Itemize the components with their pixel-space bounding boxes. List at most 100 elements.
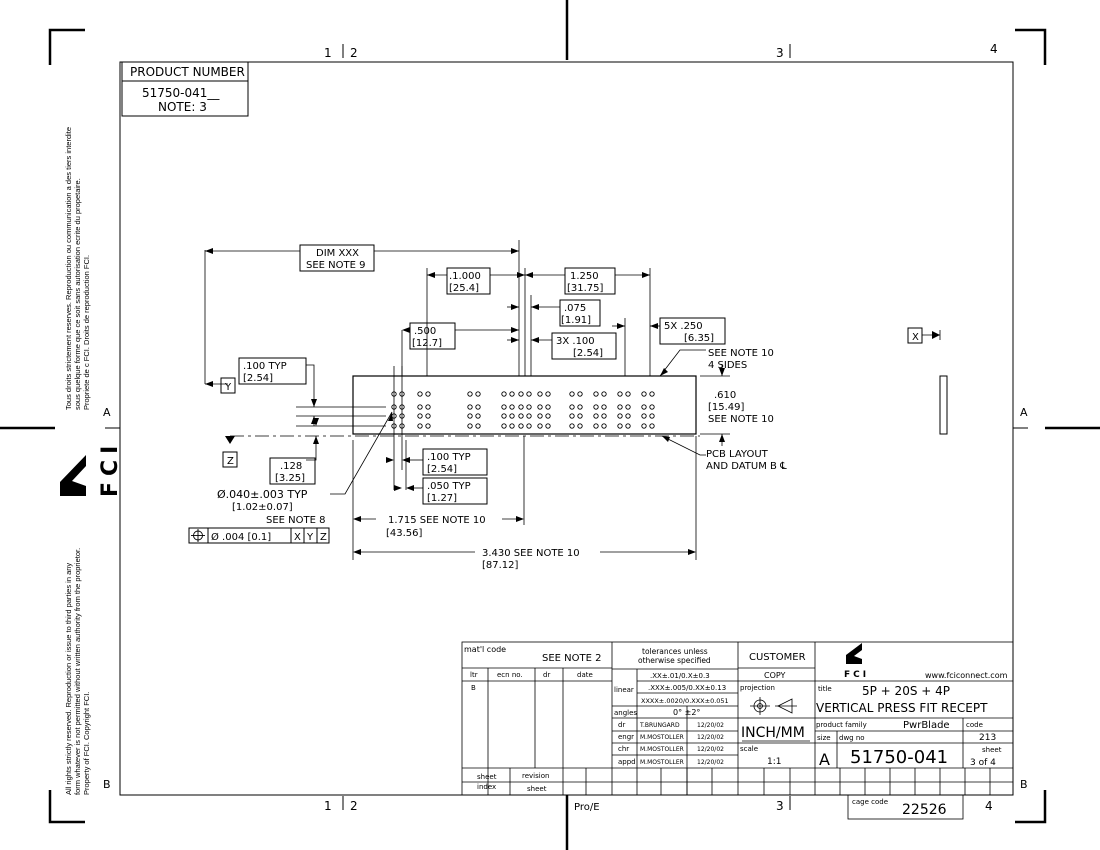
- dimension-arrowheads: [205, 248, 940, 555]
- pcb-hole: [569, 391, 575, 397]
- dim-5x-inch: 5X .250: [664, 321, 703, 332]
- pcb-hole: [601, 423, 607, 429]
- pcb-hole: [617, 404, 623, 410]
- pcb-hole: [537, 391, 543, 397]
- dim-xxx-line-1: DIM XXX: [316, 248, 359, 259]
- sign-role: chr: [618, 745, 629, 753]
- pcb-hole: [501, 413, 507, 419]
- product-number-box: PRODUCT NUMBER 51750-041__ NOTE: 3: [121, 61, 249, 117]
- sign-name: M.MOSTOLLER: [640, 734, 684, 741]
- pcb-hole: [417, 391, 423, 397]
- pcb-hole: [537, 413, 543, 419]
- sign-name: M.MOSTOLLER: [640, 746, 684, 753]
- pcb-hole: [475, 391, 481, 397]
- pcb-hole: [625, 423, 631, 429]
- pcb-hole: [649, 404, 655, 410]
- see-note-10-label: SEE NOTE 10: [708, 348, 774, 359]
- dim-5x-mm: [6.35]: [684, 333, 714, 344]
- pcb-hole: [467, 413, 473, 419]
- dwg-no-value: 51750-041: [850, 747, 948, 768]
- note-fr-line-2: sous quelque forme que ce soit sans auto…: [73, 178, 82, 410]
- fcf-datum-z: Z: [320, 532, 327, 543]
- pcb-hole: [577, 391, 583, 397]
- pcb-hole: [577, 404, 583, 410]
- tol-header-2: otherwise specified: [638, 656, 711, 665]
- pcb-hole: [537, 404, 543, 410]
- pcb-hole: [501, 404, 507, 410]
- pcb-hole: [518, 404, 524, 410]
- rev-header-dr: dr: [543, 671, 550, 679]
- pcb-hole: [593, 413, 599, 419]
- revision-label: revision: [522, 772, 549, 780]
- pcb-hole: [569, 413, 575, 419]
- fcf-datum-x: X: [294, 532, 301, 543]
- fci-side-text: FCI: [98, 440, 123, 497]
- linear-value-2: XXXX±.0020/0.XXX±0.051: [641, 697, 729, 705]
- title-line-1: 5P + 20S + 4P: [862, 684, 950, 698]
- dim-5x-label: 5X .250 [6.35]: [659, 317, 726, 345]
- pcb-hole: [526, 404, 532, 410]
- dim-075-inch: .075: [564, 303, 586, 314]
- product-family-value: PwrBlade: [903, 720, 950, 731]
- zone-left-b: B: [103, 778, 111, 791]
- dim-050-mm: [1.27]: [427, 493, 457, 504]
- zone-bottom-3: 3: [776, 799, 784, 813]
- angles-value: 0° ±2°: [673, 708, 700, 717]
- pcb-hole: [601, 413, 607, 419]
- dim-610-note: SEE NOTE 10: [708, 414, 774, 425]
- datum-y-letter: Y: [224, 382, 232, 393]
- sign-date: 12/20/02: [697, 722, 724, 729]
- product-number-value: 51750-041__: [142, 86, 220, 100]
- dim-1000-inch: .1.000: [449, 271, 481, 282]
- tol-header-1: tolerances unless: [642, 647, 708, 656]
- note-fr-line-1: Tous droits strictement reserves. Reprod…: [64, 127, 73, 410]
- fcf-datum-y: Y: [306, 532, 314, 543]
- dim-3430-inch: 3.430 SEE NOTE 10: [482, 548, 580, 559]
- pcb-hole: [501, 391, 507, 397]
- pcb-hole: [593, 404, 599, 410]
- dim-100-left-inch: .100 TYP: [243, 361, 287, 372]
- copyright-note-fr: Tous droits strictement reserves. Reprod…: [64, 127, 91, 410]
- zone-bottom-1: 1: [324, 799, 332, 813]
- pcb-hole: [577, 413, 583, 419]
- size-value: A: [819, 750, 830, 769]
- sheet-label: sheet: [982, 746, 1002, 754]
- sign-date: 12/20/02: [697, 759, 724, 766]
- sheet-index-2: index: [477, 783, 496, 791]
- dim-610-inch: .610: [714, 390, 736, 401]
- code-label: code: [966, 721, 983, 729]
- title-block: [461, 641, 1014, 820]
- revision-sheet-label: sheet: [527, 785, 547, 793]
- linear-label: linear: [614, 686, 634, 694]
- pcb-hole: [569, 404, 575, 410]
- pcb-hole: [509, 413, 515, 419]
- sign-name: T.BRUNGARD: [639, 722, 680, 729]
- product-family-label: product family: [816, 721, 867, 729]
- dim-075-label: .075 [1.91]: [559, 299, 601, 327]
- dim-xxx-line-2: SEE NOTE 9: [306, 260, 365, 271]
- hole-dia-mm: [1.02±0.07]: [232, 502, 293, 513]
- pcb-hole: [601, 404, 607, 410]
- dim-050-typ: .050 TYP [1.27]: [422, 477, 488, 505]
- pcb-hole: [649, 423, 655, 429]
- datum-b-label: AND DATUM B ℄: [706, 461, 787, 472]
- datum-z-letter: Z: [227, 456, 234, 467]
- dim-050-inch: .050 TYP: [427, 481, 471, 492]
- dim-100-typ-left: .100 TYP [2.54]: [238, 357, 307, 385]
- pcb-hole: [425, 391, 431, 397]
- feature-control-frame: Ø .004 [0.1] X Y Z: [188, 527, 330, 544]
- dim-1715-inch: 1.715 SEE NOTE 10: [388, 515, 486, 526]
- sheet-index-1: sheet: [477, 773, 497, 781]
- datum-x: X: [907, 327, 923, 344]
- dim-1000-mm: [25.4]: [449, 283, 479, 294]
- pcb-hole: [593, 391, 599, 397]
- note-en-line-2: form whatever is not permitted without w…: [73, 548, 82, 795]
- customer-label: CUSTOMER: [749, 652, 806, 663]
- pcb-hole: [545, 423, 551, 429]
- pcb-hole: [475, 423, 481, 429]
- dim-100-left-mm: [2.54]: [243, 373, 273, 384]
- pcb-hole: [641, 404, 647, 410]
- pcb-hole: [509, 423, 515, 429]
- pcb-hole: [625, 413, 631, 419]
